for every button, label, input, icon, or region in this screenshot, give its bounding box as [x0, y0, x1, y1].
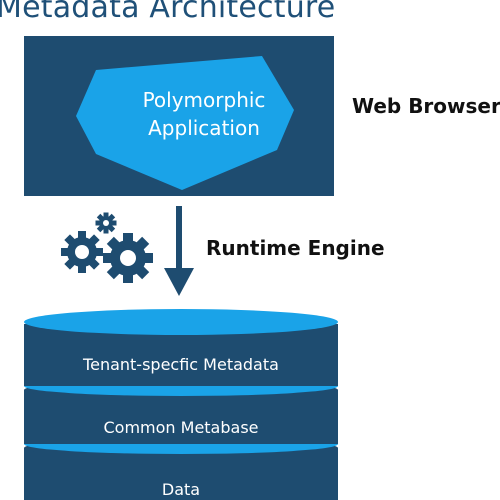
browser-layer-box: Polymorphic Application	[24, 36, 334, 196]
database-cylinder	[24, 309, 338, 500]
data-label: Data	[161, 480, 201, 499]
web-browser-label: Web Browser	[352, 94, 500, 118]
tenant-specific-metadata-label: Tenant-specfic Metadata	[83, 355, 279, 374]
runtime-engine-label: Runtime Engine	[206, 236, 385, 260]
gears-icon	[61, 212, 153, 283]
db-top-cap	[24, 309, 338, 335]
down-arrow	[164, 206, 194, 296]
common-metabase-label: Common Metabase	[103, 418, 259, 437]
diagram-title: Metadata Architecture	[0, 0, 336, 25]
polymorphic-application-shape	[76, 56, 294, 190]
polymorphic-application-label: Polymorphic Application	[142, 88, 266, 140]
